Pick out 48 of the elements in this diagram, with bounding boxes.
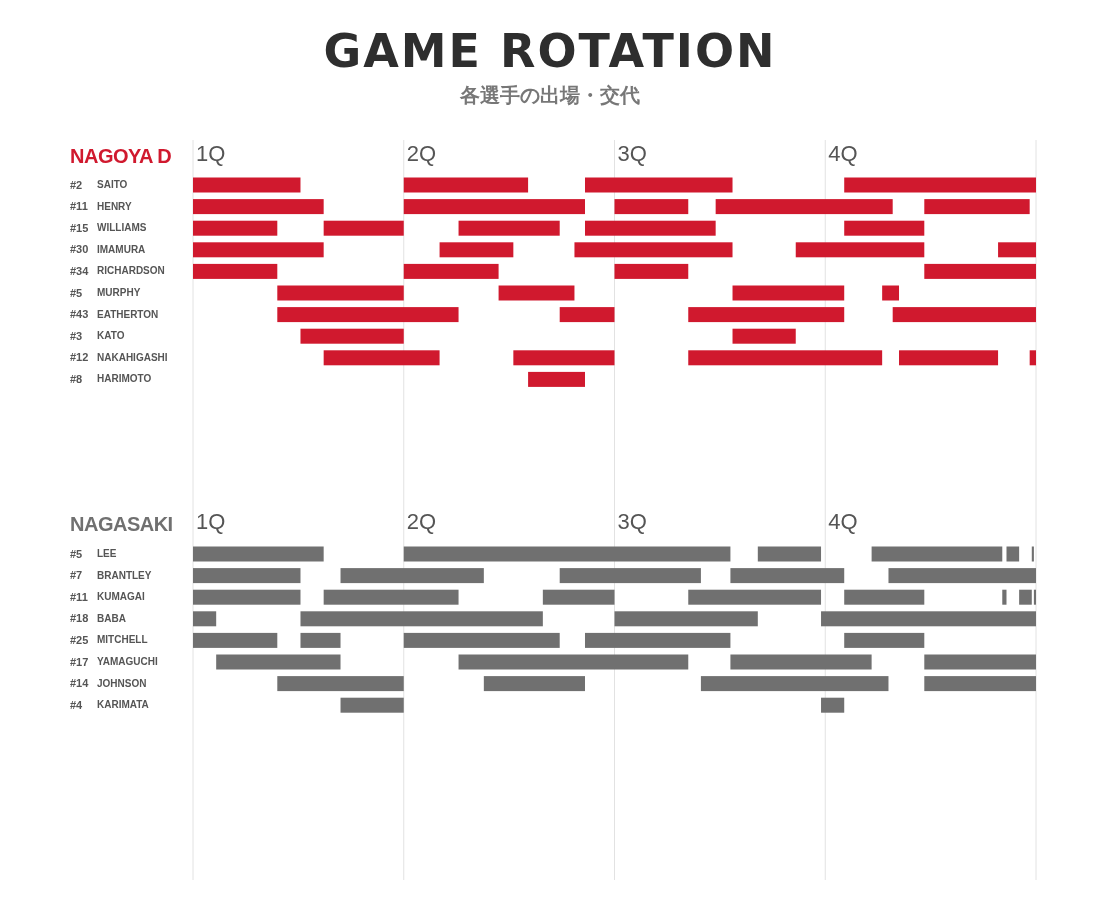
quarter-label: 1Q <box>196 141 226 167</box>
player-name: SAITO <box>97 178 128 192</box>
player-name: NAKAHIGASHI <box>97 350 168 365</box>
jersey-number: #11 <box>70 199 88 214</box>
quarter-label: 4Q <box>828 141 858 167</box>
player-name: LEE <box>97 547 117 561</box>
player-name: WILLIAMS <box>97 221 147 236</box>
jersey-number: #14 <box>70 676 89 691</box>
jersey-number: #25 <box>70 632 89 647</box>
jersey-number: #7 <box>70 568 83 583</box>
player-name: KUMAGAI <box>97 590 145 605</box>
quarter-label: 4Q <box>828 509 858 535</box>
jersey-number: #5 <box>70 285 83 300</box>
jersey-number: #2 <box>70 177 83 192</box>
player-name: HENRY <box>97 199 132 214</box>
jersey-number: #12 <box>70 350 89 365</box>
team-name: NAGOYA D <box>70 145 172 168</box>
player-name: KARIMATA <box>97 698 149 713</box>
player-name: BRANTLEY <box>97 568 152 583</box>
player-name: YAMAGUCHI <box>97 655 158 669</box>
quarter-label: 3Q <box>617 509 647 535</box>
quarter-label: 3Q <box>617 141 647 167</box>
player-name: IMAMURA <box>97 242 146 257</box>
jersey-number: #43 <box>70 307 89 322</box>
player-name: BABA <box>97 611 126 626</box>
player-name: KATO <box>97 329 125 344</box>
jersey-number: #5 <box>70 546 83 561</box>
player-name: HARIMOTO <box>97 372 152 387</box>
subtitle: 各選手の出場・交代 <box>460 82 640 109</box>
jersey-number: #11 <box>70 589 88 604</box>
jersey-number: #8 <box>70 371 83 386</box>
quarter-label: 2Q <box>406 509 437 535</box>
jersey-number: #15 <box>70 220 89 235</box>
jersey-number: #34 <box>70 263 89 278</box>
jersey-number: #18 <box>70 611 89 626</box>
jersey-number: #4 <box>70 697 83 712</box>
jersey-number: #17 <box>70 654 89 669</box>
jersey-number: #3 <box>70 328 83 343</box>
chart-title: GAME ROTATION <box>323 24 777 78</box>
player-name: RICHARDSON <box>97 264 165 279</box>
player-name: MURPHY <box>97 286 141 300</box>
team-name: NAGASAKI <box>70 513 173 536</box>
player-name: MITCHELL <box>97 633 148 648</box>
quarter-label: 2Q <box>406 141 437 167</box>
jersey-number: #30 <box>70 242 89 257</box>
quarter-label: 1Q <box>196 509 226 535</box>
player-name: JOHNSON <box>97 676 147 691</box>
player-name: EATHERTON <box>97 307 159 322</box>
